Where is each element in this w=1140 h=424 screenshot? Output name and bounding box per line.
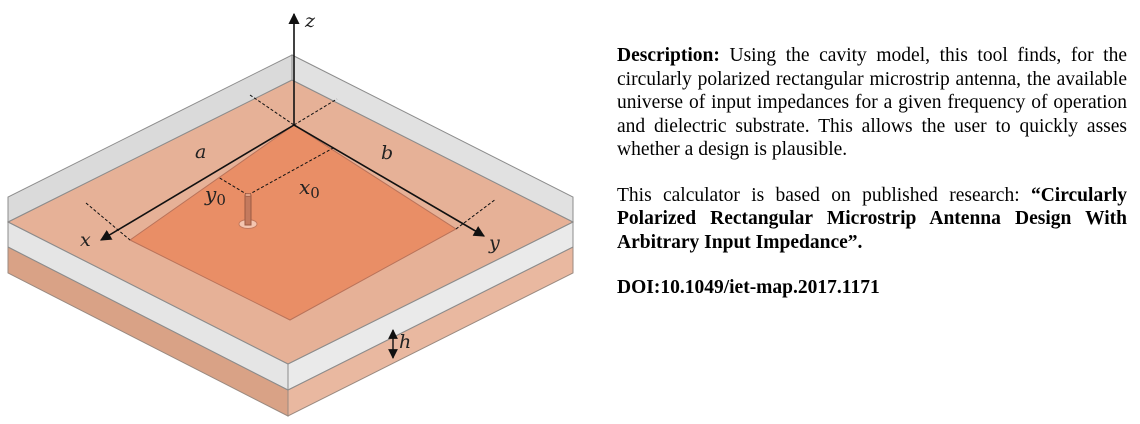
- reference-paragraph: This calculator is based on published re…: [617, 184, 1127, 255]
- description-panel: Description: Using the cavity model, thi…: [617, 44, 1127, 300]
- dimension-a-dash-top: [249, 94, 295, 126]
- antenna-diagram: z x y a b h y0 x0: [6, 10, 575, 417]
- doi-paragraph: DOI:10.1049/iet-map.2017.1171: [617, 276, 1127, 300]
- feed-y0-dash: [217, 176, 249, 196]
- ground-plane-glass-right: [291, 54, 574, 223]
- description-text: Using the cavity model, this tool finds,…: [617, 45, 1127, 160]
- y-axis: [293, 124, 485, 237]
- dimension-b-label: b: [381, 142, 393, 164]
- description-label: Description:: [617, 45, 720, 66]
- dimension-h-label: h: [399, 331, 411, 353]
- y-axis-label: y: [488, 232, 500, 254]
- x-axis-label: x: [80, 229, 91, 251]
- ground-plane-glass-front-right: [287, 221, 574, 391]
- feed-x0-label: x0: [299, 175, 320, 202]
- z-axis-label: z: [304, 10, 316, 32]
- feed-pin-top: [244, 193, 252, 197]
- feed-y0-label: y0: [204, 182, 226, 209]
- reference-title: “Circularly Polarized Rectangular Micros…: [617, 184, 1128, 253]
- dimension-a-dash-left: [85, 202, 131, 241]
- reference-intro: This calculator is based on published re…: [617, 184, 1020, 206]
- dimension-b-dash-top: [293, 98, 338, 126]
- description-paragraph: Description: Using the cavity model, thi…: [617, 44, 1127, 162]
- reference-doi: DOI:10.1049/iet-map.2017.1171: [617, 277, 880, 298]
- dimension-b-dash-right: [455, 198, 497, 230]
- feed-x0-dash: [247, 146, 336, 196]
- x-axis: [100, 124, 295, 241]
- feed-pin: [244, 194, 252, 226]
- dimension-a-label: a: [195, 141, 206, 163]
